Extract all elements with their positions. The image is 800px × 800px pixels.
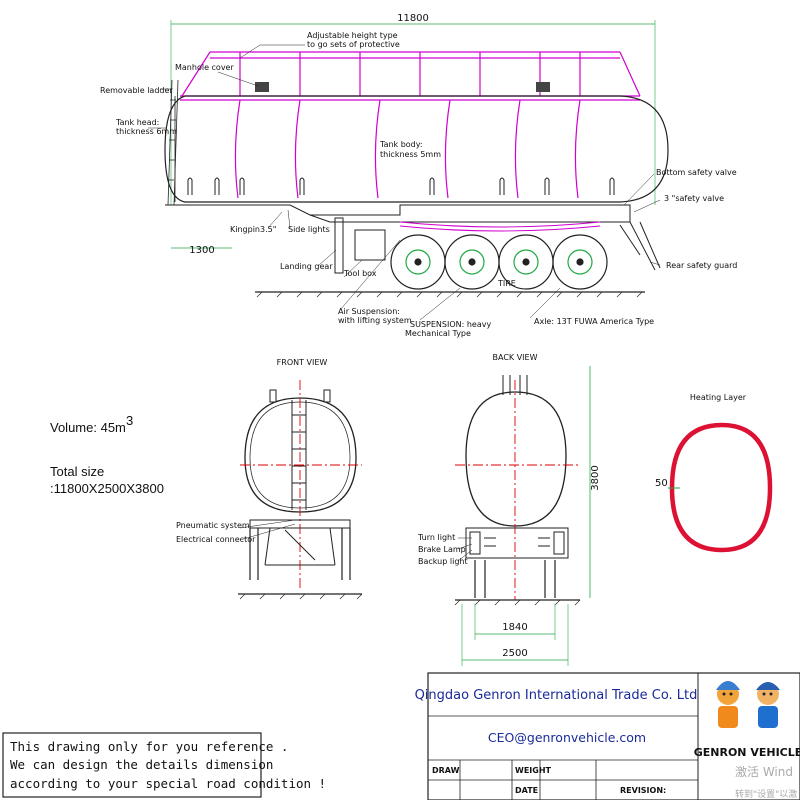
label-bottom-valve: Bottom safety valve bbox=[656, 168, 737, 177]
rear-guard bbox=[619, 221, 661, 271]
label-side-lights: Side lights bbox=[288, 225, 330, 234]
tool-box bbox=[354, 229, 386, 261]
label-air-suspension: Air Suspension:with lifting system bbox=[338, 307, 412, 325]
specs: Volume: 45m 3 Total size :11800X2500X380… bbox=[50, 413, 164, 496]
company-name: Qingdao Genron International Trade Co. L… bbox=[415, 688, 698, 703]
protective-rail bbox=[180, 51, 641, 199]
manhole-cover-1 bbox=[255, 82, 269, 92]
back-tank-outline bbox=[465, 391, 567, 527]
back-view: BACK VIEW 3800 1840 2500 Turn light Brak… bbox=[417, 353, 601, 666]
total-size-value: :11800X2500X3800 bbox=[50, 481, 164, 496]
watermark-line-1: 激活 Wind bbox=[735, 765, 793, 779]
back-inner-width-value: 1840 bbox=[502, 622, 527, 633]
label-landing-gear: Landing gear bbox=[280, 262, 333, 271]
note-box: This drawing only for you reference . We… bbox=[2, 732, 326, 798]
landing-gear bbox=[334, 217, 344, 274]
back-outer-width-value: 2500 bbox=[502, 648, 527, 659]
heating-layer: Heating Layer 50 bbox=[655, 393, 773, 553]
logo-text: GENRON VEHICLE bbox=[694, 746, 800, 759]
note-line-3: according to your special road condition… bbox=[10, 776, 326, 791]
revision-cell: REVISION: bbox=[620, 786, 666, 795]
note-line-1: This drawing only for you reference . bbox=[10, 739, 288, 754]
label-ladder: Removable ladder bbox=[100, 86, 173, 95]
heating-thickness-value: 50 bbox=[655, 478, 668, 489]
label-rear-guard: Rear safety guard bbox=[666, 261, 737, 270]
side-wheels bbox=[390, 234, 608, 290]
total-size-label: Total size bbox=[50, 464, 104, 479]
tank-body bbox=[164, 95, 669, 203]
back-view-title: BACK VIEW bbox=[493, 353, 538, 362]
watermark-line-2: 转到"设置"以激 bbox=[735, 788, 797, 800]
label-electrical: Electrical connector bbox=[176, 535, 256, 544]
label-backup-light: Backup light bbox=[418, 557, 468, 566]
label-brake-lamp: Brake Lamp bbox=[418, 545, 466, 554]
label-tank-body: Tank body:thickness 5mm bbox=[379, 140, 441, 159]
kingpin-offset-value: 1300 bbox=[189, 245, 214, 256]
company-email: CEO@genronvehicle.com bbox=[488, 730, 646, 745]
manhole-cover-2 bbox=[536, 82, 550, 92]
genron-logo: GENRON VEHICLE 激活 Wind 转到"设置"以激 bbox=[694, 681, 800, 800]
volume-superscript: 3 bbox=[126, 413, 133, 428]
heating-title: Heating Layer bbox=[690, 393, 747, 402]
removable-ladder bbox=[167, 79, 179, 206]
note-line-2: We can design the details dimension bbox=[10, 757, 273, 772]
chassis-frame bbox=[165, 204, 631, 223]
side-view: 11800 bbox=[100, 13, 737, 338]
label-pneumatic: Pneumatic system bbox=[176, 521, 250, 530]
weight-cell: WEIGHT bbox=[515, 766, 552, 775]
label-turn-light: Turn light bbox=[417, 533, 455, 542]
front-view-title: FRONT VIEW bbox=[277, 358, 328, 367]
title-block: Qingdao Genron International Trade Co. L… bbox=[415, 672, 800, 800]
label-tool-box: Tool box bbox=[343, 269, 377, 278]
label-manhole: Manhole cover bbox=[175, 63, 234, 72]
back-height-value: 3800 bbox=[590, 465, 601, 490]
label-tire: TIRE bbox=[497, 279, 516, 288]
date-cell: DATE bbox=[515, 786, 538, 795]
label-kingpin: Kingpin3.5" bbox=[230, 225, 276, 234]
volume-label: Volume: 45m bbox=[50, 420, 126, 435]
front-ladder bbox=[291, 400, 307, 510]
heating-ring bbox=[669, 422, 773, 553]
front-view: FRONT VIEW Pneumatic system Electrical c… bbox=[176, 358, 363, 600]
draw-cell: DRAW bbox=[432, 766, 460, 775]
label-axle: Axle: 13T FUWA America Type bbox=[534, 317, 654, 326]
overall-length-value: 11800 bbox=[397, 13, 429, 24]
label-safety-valve: 3 "safety valve bbox=[664, 194, 724, 203]
label-tank-head: Tank head:thickness 6mm bbox=[115, 118, 177, 136]
